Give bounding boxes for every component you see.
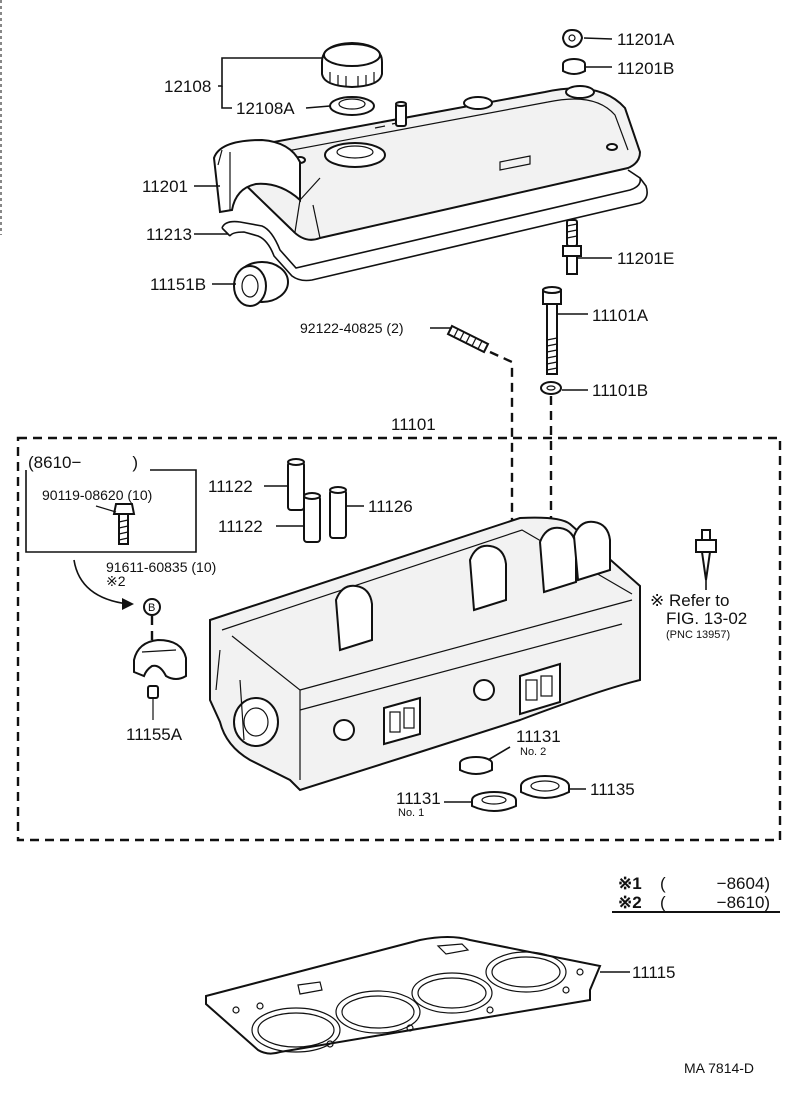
callout-arrow — [73, 559, 129, 605]
water-outlet-stud — [695, 529, 717, 581]
camshaft-bearing-cap — [133, 638, 187, 680]
spark-plug-tube-gasket-no1 — [471, 791, 517, 812]
label-11122b: 11122 — [218, 517, 263, 536]
cover-seal-washer — [562, 58, 586, 75]
label-11151b: 11151B — [150, 275, 206, 294]
filler-cap-gasket — [329, 96, 375, 116]
label-11201: 11201 — [142, 177, 188, 196]
footnote-1-mark: ※1 — [618, 874, 642, 893]
oil-filler-cap — [321, 41, 383, 89]
label-92122: 92122-40825 (2) — [300, 320, 404, 336]
oil-seal — [233, 261, 289, 307]
bubble-letter: B — [148, 602, 155, 614]
label-11131-no2: 11131 — [516, 727, 561, 746]
cylinder-head-gasket — [205, 936, 602, 1055]
label-91611: 91611-60835 (10) — [106, 559, 216, 575]
inset-box — [25, 469, 197, 553]
label-11135: 11135 — [590, 780, 635, 799]
refer-line3: (PNC 13957) — [666, 629, 730, 641]
label-no2: No. 2 — [520, 746, 546, 758]
breather-pipe — [395, 101, 407, 127]
plug-tube-seal — [520, 775, 570, 799]
label-11101: 11101 — [391, 415, 436, 434]
inset-bolt — [112, 503, 136, 545]
cylinder-head — [209, 516, 641, 792]
cover-stud — [562, 219, 582, 275]
bubble-b — [143, 598, 161, 616]
footnote-2-range: ( −8610) — [660, 893, 770, 912]
label-11213: 11213 — [146, 225, 192, 244]
label-90119: 90119-08620 (10) — [42, 487, 152, 503]
label-11115: 11115 — [632, 963, 676, 982]
spark-plug-tube-gasket-no2 — [459, 756, 493, 775]
label-11126: 11126 — [368, 497, 413, 516]
figure-code: MA 7814-D — [684, 1060, 754, 1076]
cover-grommet — [561, 28, 584, 49]
refer-line2: FIG. 13-02 — [666, 609, 747, 628]
label-mark2: ※2 — [106, 573, 126, 589]
valve-guide — [287, 458, 347, 543]
label-11122a: 11122 — [208, 477, 253, 496]
label-11201a: 11201A — [617, 30, 675, 49]
label-12108: 12108 — [164, 77, 211, 96]
label-11201b: 11201B — [617, 59, 674, 78]
stud-bolt — [446, 324, 490, 354]
footnote-2-mark: ※2 — [618, 893, 642, 912]
cylinder-head-cover — [212, 85, 642, 241]
head-cover-gasket — [221, 169, 648, 282]
label-11101b: 11101B — [592, 381, 648, 400]
leader-lines — [194, 37, 707, 973]
label-no1: No. 1 — [398, 807, 424, 819]
head-bolt — [542, 286, 562, 375]
stud-dash-line — [489, 350, 514, 520]
refer-line1: ※ Refer to — [650, 591, 729, 610]
label-11155a: 11155A — [126, 725, 183, 744]
label-12108a: 12108A — [236, 99, 295, 118]
dowel-pin — [147, 685, 159, 699]
head-bolt-washer — [540, 381, 562, 395]
label-11101a: 11101A — [592, 306, 649, 325]
footnote-1-range: ( −8604) — [660, 874, 770, 893]
assembly-outline — [16, 436, 782, 842]
label-11131-no1: 11131 — [396, 789, 441, 808]
label-8610: (8610− ) — [28, 453, 138, 472]
label-11201e: 11201E — [617, 249, 674, 268]
